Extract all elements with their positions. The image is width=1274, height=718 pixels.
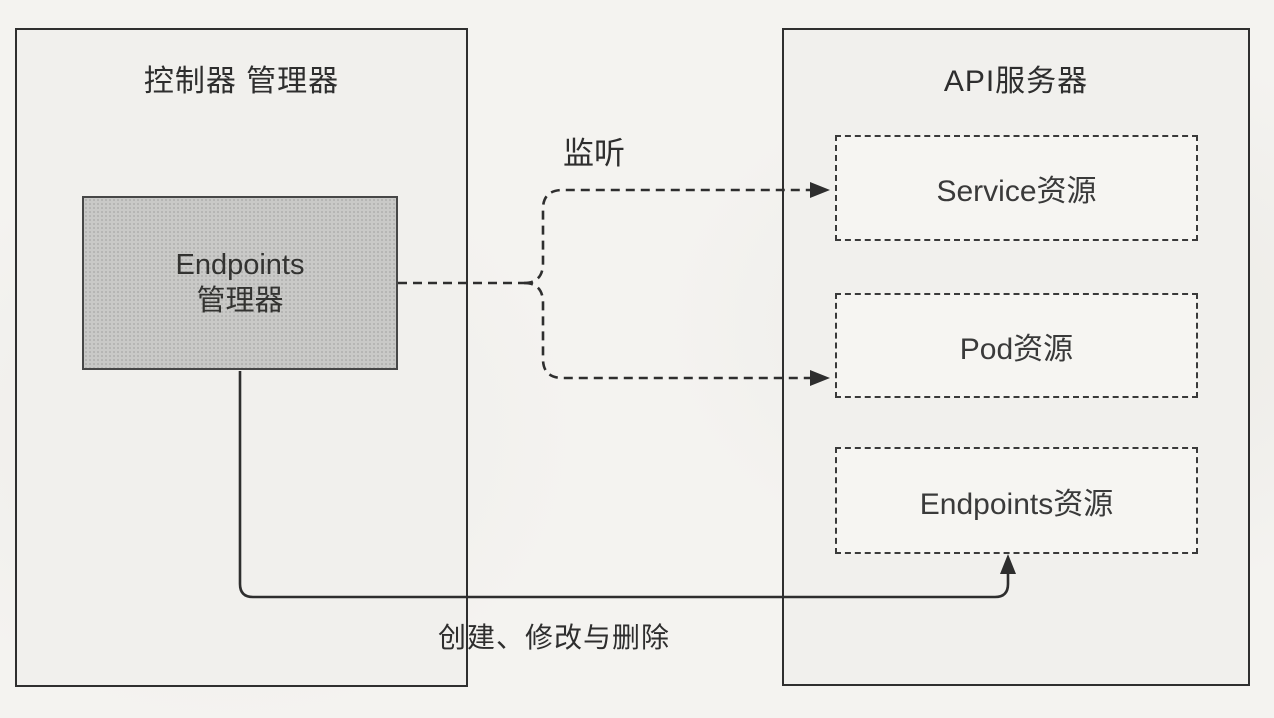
- service-resource-label: Service资源: [936, 175, 1097, 208]
- watch-edge-label: 监听: [563, 136, 625, 171]
- watch-edge-service-branch: [523, 188, 812, 285]
- endpoints-manager-label-line2: 管理器: [196, 285, 284, 317]
- controller-manager-title: 控制器 管理器: [143, 65, 340, 98]
- endpoints-resource-label: Endpoints资源: [919, 487, 1114, 521]
- api-server-title: API服务器: [943, 65, 1089, 98]
- service-resource-box: Service资源: [835, 135, 1198, 241]
- endpoints-resource-box: Endpoints资源: [835, 447, 1198, 554]
- endpoints-manager-node: Endpoints 管理器: [82, 196, 398, 370]
- pod-resource-box: Pod资源: [835, 293, 1198, 398]
- endpoints-manager-label-line1: Endpoints: [175, 249, 305, 281]
- crud-edge-label: 创建、修改与删除: [438, 622, 671, 653]
- pod-resource-label: Pod资源: [959, 332, 1074, 366]
- watch-edge-pod-branch: [523, 281, 812, 380]
